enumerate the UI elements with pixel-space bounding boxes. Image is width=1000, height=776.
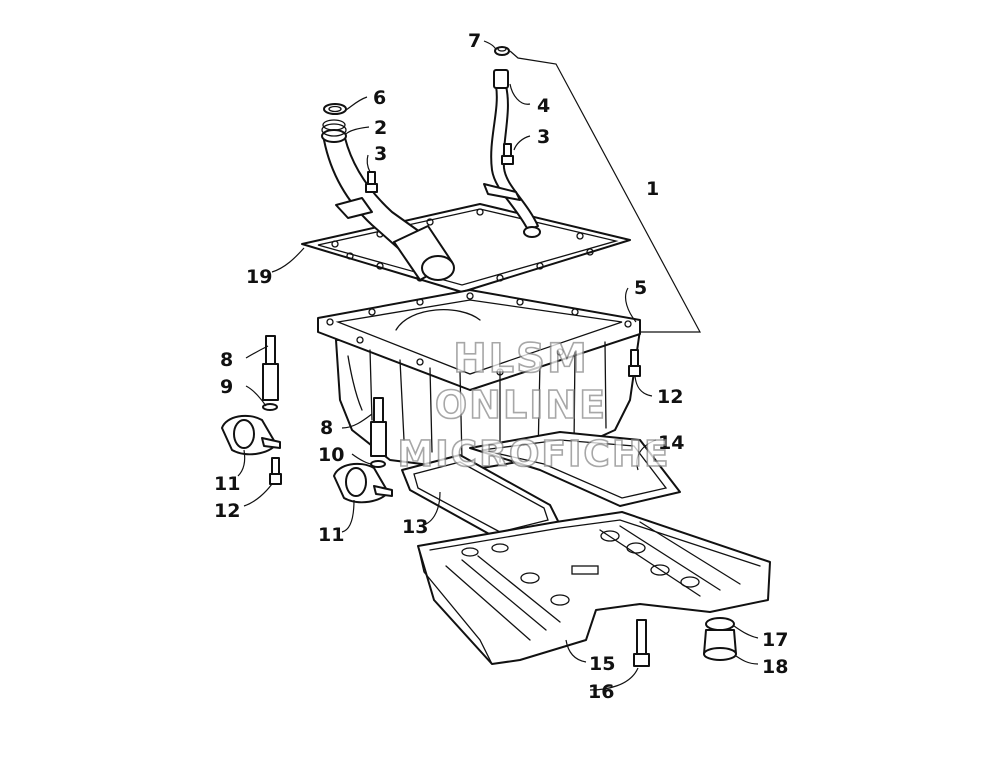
o-ring-6 [323, 103, 347, 115]
lower-sump-15 [417, 511, 771, 665]
washer-9 [262, 403, 278, 411]
bracket-11-center [333, 462, 393, 504]
bolt-3-right [501, 143, 514, 165]
watermark-line-2: ONLINE [435, 383, 607, 427]
seal-17 [705, 617, 735, 631]
callout-6: 6 [373, 87, 386, 109]
callout-7: 7 [468, 30, 481, 52]
callout-3-left: 3 [374, 143, 387, 165]
callout-5: 5 [634, 277, 647, 299]
watermark-line-1: HLSM [453, 336, 589, 382]
callout-15: 15 [589, 653, 615, 675]
bolt-16 [633, 619, 650, 667]
washer-10 [370, 460, 386, 468]
leader-lines [237, 40, 759, 691]
callout-8-center: 8 [320, 417, 333, 439]
callout-13: 13 [402, 516, 428, 538]
callout-9: 9 [220, 376, 233, 398]
callout-2: 2 [374, 117, 387, 139]
bolt-12-right [628, 349, 641, 377]
watermark-line-3: MICROFICHE [397, 434, 670, 475]
callout-11-center: 11 [318, 524, 344, 546]
callout-3-right: 3 [537, 126, 550, 148]
pickup-tube-2 [321, 119, 455, 281]
callout-19: 19 [246, 266, 272, 288]
callout-12-left: 12 [214, 500, 240, 522]
cap-7 [494, 46, 510, 56]
bolt-12-left [269, 457, 282, 485]
callout-14: 14 [658, 432, 684, 454]
plug-18 [703, 629, 737, 661]
callout-18: 18 [762, 656, 788, 678]
callout-12-right: 12 [657, 386, 683, 408]
callout-10: 10 [318, 444, 344, 466]
watermark: HLSM ONLINE MICROFICHE [397, 335, 670, 476]
breather-tube-4 [483, 69, 541, 238]
bolt-3-left [365, 171, 378, 193]
callout-labels: 7 4 3 6 2 3 1 19 5 8 9 12 8 10 14 11 12 … [214, 30, 788, 703]
callout-8-left: 8 [220, 349, 233, 371]
callout-4: 4 [537, 95, 550, 117]
gasket-14 [469, 431, 681, 507]
bolt-8-left [262, 335, 279, 401]
callout-17: 17 [762, 629, 788, 651]
callout-16: 16 [588, 681, 614, 703]
callout-1: 1 [646, 178, 659, 200]
bolt-8-center [370, 397, 387, 457]
bracket-11-left [221, 414, 281, 456]
callout-11-left: 11 [214, 473, 240, 495]
